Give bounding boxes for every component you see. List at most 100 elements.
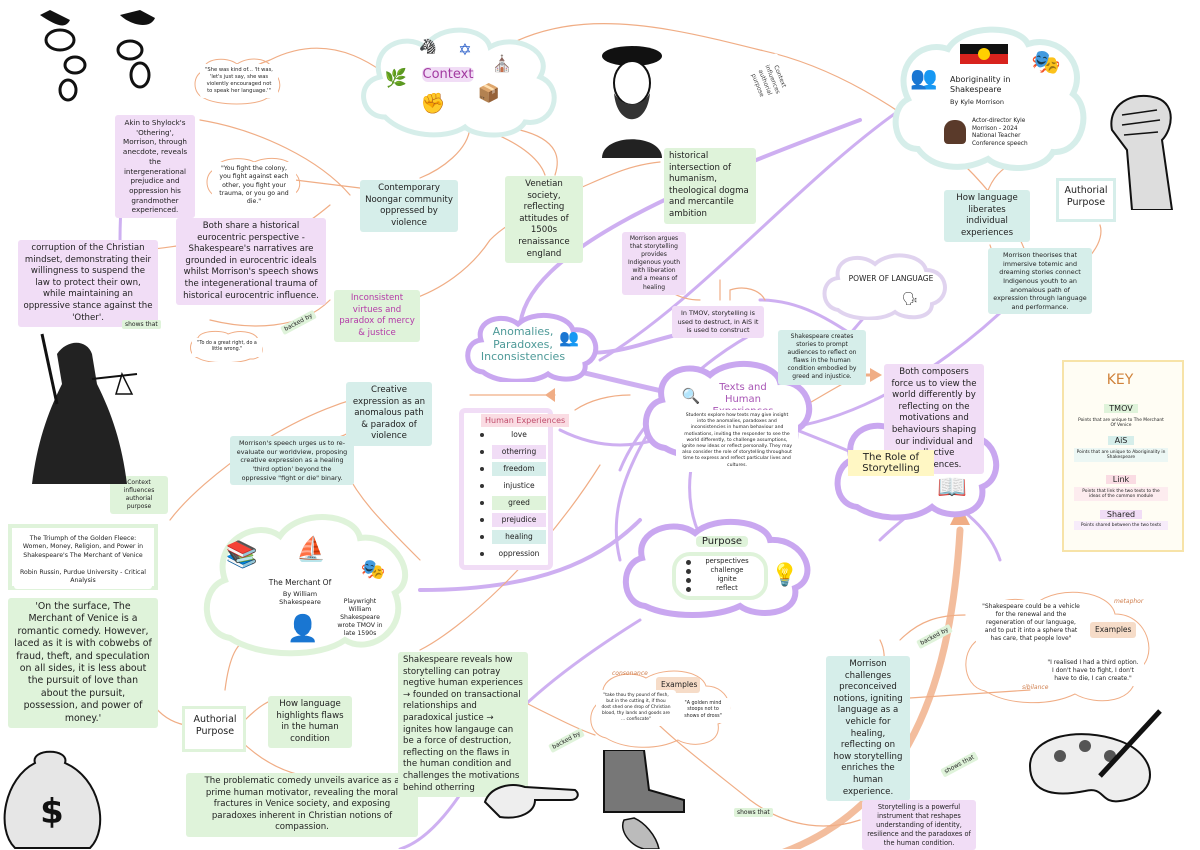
authorial-purpose-tmov-frame [182,706,246,752]
shylock-note: Akin to Shylock's 'Othering', Morrison, … [115,115,195,219]
pointing-hand-icon [483,784,579,819]
human-experiences-title: Human Experiences [481,414,570,427]
key-desc-shared: Points shared between the two texts [1074,521,1168,530]
shows-that-label-center: shows that [734,808,773,817]
bullet [480,484,484,488]
slang-quote: "She was kind of... 'It was, 'let's just… [200,64,278,99]
anomalies-title: Anomalies, Paradoxes, Inconsistencies [480,325,566,364]
language-liberates-note: How language liberates individual experi… [944,190,1030,243]
aboriginality-author: By Kyle Morrison [950,98,1004,106]
theatre-mask-icon: 🎭 [1031,48,1061,76]
paint-palette-icon [1028,709,1162,803]
hx-item: freedom [492,462,546,476]
light-bulb-icon: 💡 [771,562,799,588]
authorial-purpose-ais-frame [1056,178,1116,222]
key-desc-link: Points that link the two texts to the id… [1074,487,1168,501]
examples-center-title: Examples [656,677,700,694]
bullet [686,587,691,592]
hx-item: healing [492,530,546,544]
book-stack-icon: 📚 [225,540,259,570]
church-icon: ⛪ [492,53,512,73]
corruption-note: corruption of the Christian mindset, dem… [18,240,158,328]
purpose-title: Purpose [696,536,748,547]
bullet [480,535,484,539]
creates-stories-note: Shakespeare creates stories to prompt au… [778,330,866,385]
key-title: KEY [1106,372,1134,388]
anomalies-cloud [465,312,599,382]
boot-crushing-icon [603,750,685,849]
noongar-note: Contemporary Noongar community oppressed… [360,180,458,233]
authorial-purpose-ais: Authorial Purpose [1064,185,1108,208]
eurocentric-note: Both share a historical eurocentric pers… [176,218,326,306]
theorises-note: Morrison theorises that immersive totemi… [988,248,1092,315]
bullet [686,578,691,583]
language-flaws-note: How language highlights flaws in the hum… [268,696,352,749]
consonance-label: consonance [612,670,648,677]
boxes-icon: 📦 [477,82,501,104]
bullet [480,552,484,556]
fist-pow-icon: ✊ [420,91,446,115]
problematic-note: The problematic comedy unveils avarice a… [186,773,418,837]
aboriginality-title: Aboriginality in Shakespeare [950,75,1011,94]
dollar-icon: $ [40,792,64,832]
open-book-icon: 📖 [937,473,967,501]
key-label-link: Link [1106,475,1136,484]
people-talking-icon: 🗣 [901,291,919,307]
hx-item: prejudice [492,513,546,527]
inconsistent-note: Inconsistent virtues and paradox of merc… [334,290,420,343]
ship-icon: ⛵ [296,535,326,563]
key-label-shared: Shared [1100,510,1142,519]
merchant-cloud [203,514,409,657]
key-desc-tmov: Points that are unique to The Merchant O… [1078,418,1164,428]
morrison-photo-icon [944,120,966,144]
speaker-podium-icon: 👥 [910,65,938,91]
purpose-item: challenge [710,566,744,574]
hx-item: injustice [492,479,546,493]
pound-quote: "take thou thy pound of flesh, but in th… [596,690,676,726]
triumph-title: The Triumph of the Golden Fleece: Women,… [14,532,152,564]
metaphor-label: metaphor [1114,598,1144,605]
golden-quote: "A golden mind stoops not to shows of dr… [676,698,730,724]
shakespeare-portrait-icon [602,46,662,158]
authorial-purpose-tmov: Authorial Purpose [193,714,237,738]
aboriginality-bio: Actor-director Kyle Morrison - 2024 Nati… [972,118,1028,147]
examples-right-title: Examples [1090,622,1136,639]
hx-item: oppression [492,547,546,561]
hx-item: greed [492,496,546,510]
coffee-plant-icon: 🌿 [384,67,408,89]
great-right-quote: "To do a great right, do a little wrong.… [192,338,262,357]
key-label-tmov: TMOV [1104,404,1138,413]
inconsistent-text: Inconsistent virtues and paradox of merc… [339,293,415,338]
bullet [480,467,484,471]
purpose-item: perspectives [705,557,749,565]
hx-item: otherring [492,445,546,459]
bullet [480,450,484,454]
power-language-title: POWER OF LANGUAGE [848,274,934,283]
lady-justice-icon [32,333,138,484]
challenges-note: Morrison challenges preconceived notions… [826,656,910,802]
power-language-cloud [822,253,947,320]
historical-note: historical intersection of humanism, the… [664,148,756,224]
hx-item: love [492,428,546,442]
zebra-icon: 🦓 [419,39,437,55]
morrison-argues-note: Morrison argues that storytelling provid… [622,232,686,295]
merchant-author: By William Shakespeare [279,590,321,607]
powerful-note: Storytelling is a powerful instrument th… [862,800,976,850]
bullet [480,501,484,505]
creative-note: Creative expression as an anomalous path… [346,382,432,446]
venetian-note: Venetian society, reflecting attitudes o… [505,176,583,264]
vehicle-quote: "Shakespeare could be a vehicle for the … [976,600,1086,647]
morrison-speech-note: Morrison's speech urges us to re-evaluat… [230,436,354,486]
purpose-item: ignite [717,575,737,583]
fight-colony-quote: "You fight the colony, you fight against… [212,162,296,210]
broken-chains-icon [40,10,155,102]
theatre-mask-icon: 🎭 [360,557,386,581]
network-icon: 👥 [559,327,579,347]
flag-sun [978,48,990,60]
destruct-note: In TMOV, storytelling is used to destruc… [672,306,764,338]
raised-fist-icon [1110,94,1174,210]
bullet [686,569,691,574]
shows-that-label-left: shows that [122,320,161,329]
money-bag-icon: $ [3,750,102,849]
bullet [480,518,484,522]
